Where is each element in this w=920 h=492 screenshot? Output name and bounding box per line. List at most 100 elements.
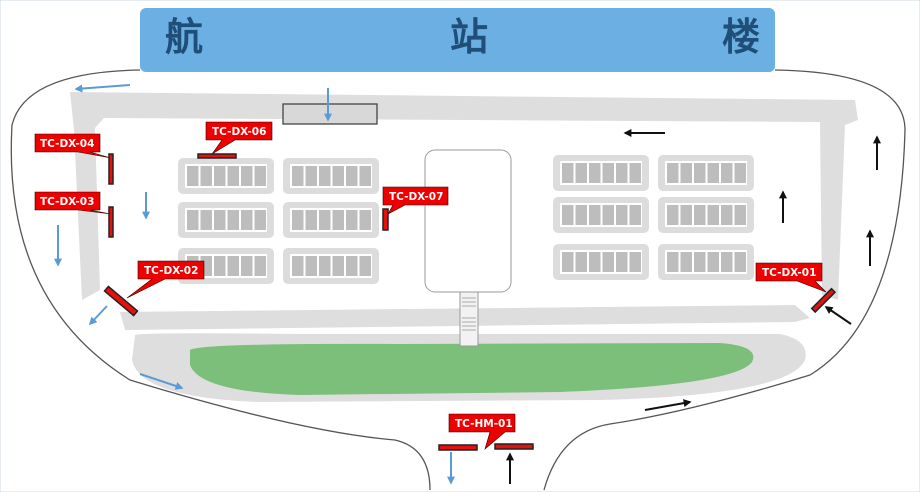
parking-space [346,210,358,230]
parking-block [283,202,379,238]
parking-space [616,163,628,183]
sign-marker[interactable] [810,287,837,314]
green-lawn [190,343,754,395]
parking-space [694,205,706,225]
parking-space [707,205,719,225]
sign-tc-dx-06[interactable]: TC-DX-06 [197,121,273,159]
parking-block [658,244,754,280]
terminal-building-banner: 航 站 楼 [140,8,775,72]
banner-char-1: 航 [165,15,203,59]
sign-marker[interactable] [108,206,114,238]
parking-space [305,166,317,186]
parking-space [562,163,574,183]
parking-space [575,205,587,225]
parking-space [616,205,628,225]
parking-space [254,166,266,186]
arrow-right-icon [644,399,692,411]
parking-space [359,210,371,230]
parking-space [734,252,746,272]
parking-space [241,166,253,186]
sign-tc-dx-01[interactable]: TC-DX-01 [755,262,837,314]
parking-space [707,163,719,183]
parking-space [667,205,679,225]
banner-char-2: 站 [450,15,488,59]
sign-label: TC-DX-01 [762,267,816,279]
parking-space [359,166,371,186]
parking-space [562,205,574,225]
parking-space [721,205,733,225]
parking-block [283,158,379,194]
arrow-right-icon [139,373,184,390]
parking-space [241,256,253,276]
sign-marker[interactable] [197,153,237,159]
sign-label: TC-DX-03 [40,196,94,208]
parking-space [629,252,641,272]
parking-space [305,210,317,230]
parking-space [694,252,706,272]
parking-space [602,252,614,272]
parking-space [589,163,601,183]
parking-space [734,205,746,225]
sign-marker-exit[interactable] [438,444,478,451]
sign-tc-dx-04[interactable]: TC-DX-04 [34,133,114,185]
parking-space [575,252,587,272]
sign-tc-dx-03[interactable]: TC-DX-03 [34,191,114,238]
parking-space [589,205,601,225]
parking-space [734,163,746,183]
parking-block [553,244,649,280]
inner-ring-road [70,92,858,402]
parking-space [602,205,614,225]
parking-space [616,252,628,272]
sign-label: TC-DX-07 [389,191,443,203]
parking-space [214,256,226,276]
sign-label: TC-HM-01 [455,418,513,430]
parking-block [553,197,649,233]
parking-space [694,163,706,183]
sign-marker[interactable] [382,208,389,231]
parking-space [241,210,253,230]
parking-block [283,248,379,284]
sign-tc-dx-07[interactable]: TC-DX-07 [382,186,449,231]
parking-space [629,163,641,183]
sign-label: TC-DX-02 [144,265,198,277]
parking-space [187,166,199,186]
arrow-left-icon [74,84,131,93]
parking-space [200,210,212,230]
parking-space [629,205,641,225]
parking-block [178,158,274,194]
parking-block [553,155,649,191]
outer-road-right-edge [543,69,906,491]
sign-marker[interactable] [103,285,139,317]
parking-space [721,252,733,272]
parking-space [187,210,199,230]
parking-space [667,163,679,183]
parking-space [254,210,266,230]
arrow-up-left-icon [824,306,852,325]
parking-space [332,166,344,186]
parking-space [680,205,692,225]
parking-space [227,256,239,276]
parking-space [319,256,331,276]
parking-space [680,252,692,272]
parking-space [589,252,601,272]
parking-space [319,210,331,230]
sign-label: TC-DX-06 [212,126,266,138]
arrow-down-left-icon [88,305,108,326]
parking-space [332,210,344,230]
parking-space [305,256,317,276]
banner-char-3: 楼 [722,15,760,59]
parking-space [292,166,304,186]
sign-tc-hm-01[interactable]: TC-HM-01 [438,413,534,451]
sign-marker[interactable] [108,153,114,185]
parking-space [254,256,266,276]
parking-space [575,163,587,183]
traffic-arrows [54,84,881,485]
parking-space [214,166,226,186]
parking-block [658,197,754,233]
parking-block [658,155,754,191]
sign-tc-dx-02[interactable]: TC-DX-02 [103,260,205,317]
sign-marker-entry[interactable] [494,443,534,450]
central-building [424,149,512,293]
parking-space [346,166,358,186]
